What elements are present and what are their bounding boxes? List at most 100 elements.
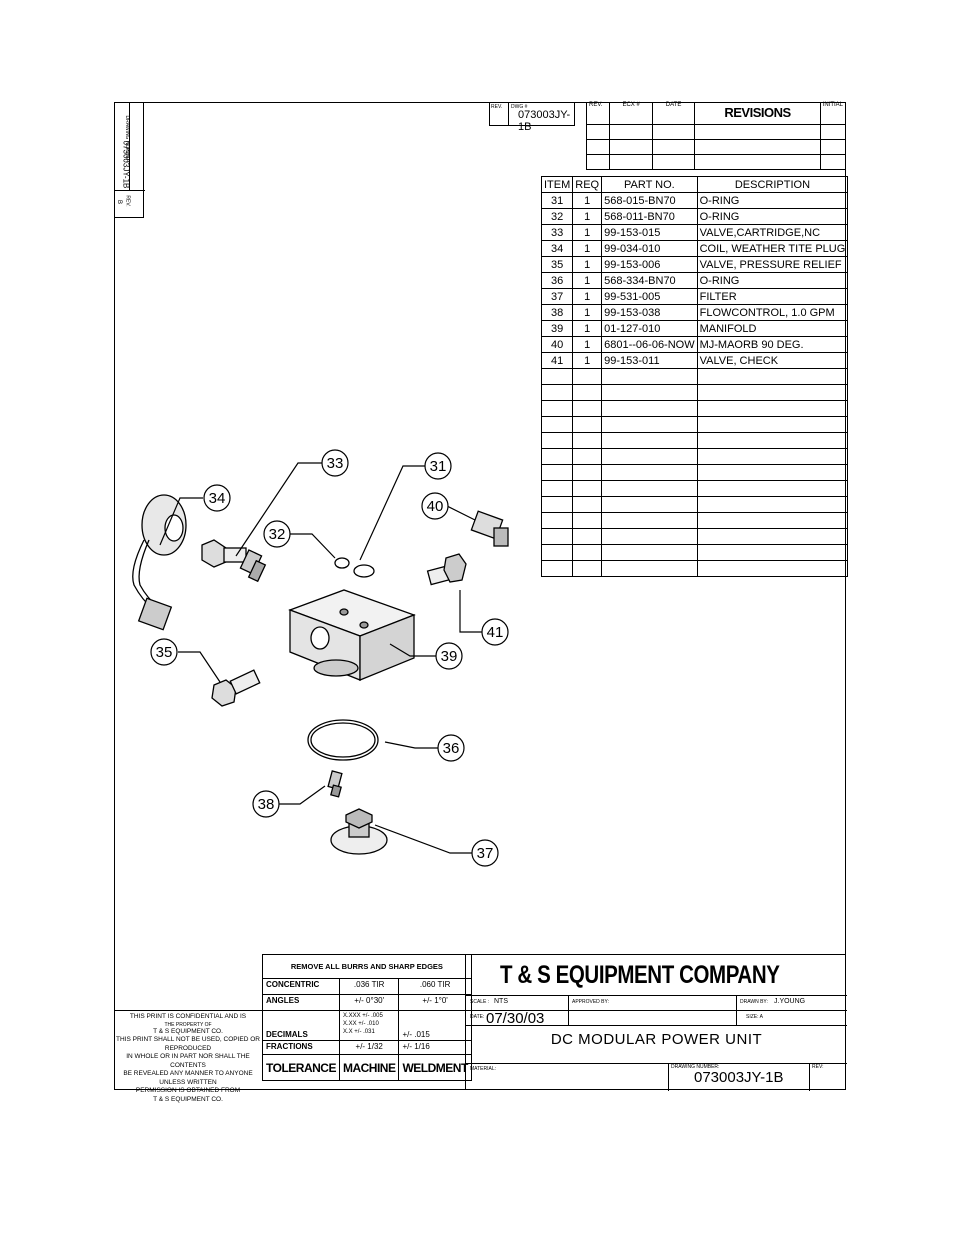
- callout-33-circle: [321, 449, 349, 477]
- parts-cell-part-no: 568-011-BN70: [601, 208, 698, 225]
- parts-cell-item: 34: [540, 240, 574, 257]
- confidential-line-3: T & S EQUIPMENT CO.: [153, 1027, 223, 1035]
- parts-row-empty: [540, 560, 849, 577]
- title-rev-label: REV:: [812, 1064, 824, 1070]
- scale-label: SCALE :: [470, 999, 490, 1005]
- approved-label: APPROVED BY:: [572, 999, 609, 1005]
- concentric-label: CONCENTRIC: [262, 978, 340, 995]
- revisions-table: REV. ECX # DATE REVISIONS INITIAL: [585, 102, 847, 170]
- rev-label: REV.: [491, 104, 503, 110]
- weldment-label: WELDMENT: [398, 1054, 472, 1081]
- callout-36-circle: [437, 734, 465, 762]
- relief-valve-part: [211, 669, 261, 707]
- parts-cell-description: VALVE, PRESSURE RELIEF: [696, 256, 849, 273]
- angles-machine: +/- 0°30': [338, 994, 400, 1011]
- parts-cell-part-no: 99-153-038: [601, 304, 698, 321]
- confidential-line-7: PERMISSION IS OBTAINED FROM: [135, 1087, 241, 1094]
- callout-37-label: 37: [477, 845, 494, 862]
- part-no-header: PART NO.: [601, 176, 698, 193]
- tolerance-table: REMOVE ALL BURRS AND SHARP EDGES CONCENT…: [262, 954, 472, 1081]
- elbow-fitting-part: [470, 510, 509, 547]
- rotated-number-strip: DRAWING NUMBER 073003JY-1B REV. B: [114, 102, 145, 218]
- flow-control-part: [327, 770, 343, 798]
- item-header: ITEM: [540, 176, 574, 193]
- parts-cell-item: 40: [540, 336, 574, 353]
- drawing-info-block: T & S EQUIPMENT COMPANY SCALE : NTS APPR…: [465, 954, 847, 1091]
- parts-row-empty: [540, 432, 849, 449]
- coil-part: [132, 494, 187, 631]
- callout-34-label: 34: [209, 490, 226, 507]
- parts-cell-item: 38: [540, 304, 574, 321]
- tolerance-label: TOLERANCE: [262, 1054, 340, 1081]
- manifold-part: [288, 589, 416, 681]
- drawn-value: J.YOUNG: [774, 998, 806, 1005]
- confidential-line-8: T & S EQUIPMENT CO.: [153, 1095, 223, 1103]
- callout-31-circle: [424, 452, 452, 480]
- dwg-label: DWG #: [511, 104, 528, 110]
- callout-38-label: 38: [258, 796, 275, 813]
- concentric-machine: .036 TIR: [338, 978, 400, 995]
- parts-cell-description: O-RING: [696, 272, 849, 289]
- parts-cell-item: 35: [540, 256, 574, 273]
- callout-37-circle: [471, 839, 499, 867]
- filter-part: [330, 808, 388, 855]
- callout-34-circle: [203, 484, 231, 512]
- confidential-line-1: THIS PRINT IS CONFIDENTIAL AND IS: [129, 1013, 247, 1020]
- dwg-value: 073003JY-1B: [518, 109, 571, 133]
- confidential-note: THIS PRINT IS CONFIDENTIAL AND IS THE PR…: [114, 1010, 262, 1103]
- callout-38-circle: [252, 790, 280, 818]
- callout-40-circle: [421, 492, 449, 520]
- parts-cell-description: VALVE,CARTRIDGE,NC: [696, 224, 849, 241]
- callout-35-circle: [150, 638, 178, 666]
- small-oring-part: [334, 557, 350, 569]
- check-valve-part: [426, 553, 467, 586]
- angles-label: ANGLES: [262, 994, 340, 1011]
- parts-cell-description: MJ-MAORB 90 DEG.: [696, 336, 849, 353]
- confidential-line-5: IN WHOLE OR IN PART NOR SHALL THE CONTEN…: [126, 1053, 250, 1069]
- large-oring-part: [307, 719, 379, 761]
- dwg-number-value: 073003JY-1B: [694, 1069, 784, 1086]
- parts-row-empty: [540, 512, 849, 529]
- decimals-weld: +/- .015: [398, 1010, 472, 1041]
- oring-31-part: [353, 564, 375, 578]
- callout-35-label: 35: [156, 644, 173, 661]
- req-header: REQ: [572, 176, 603, 193]
- callout-32-label: 32: [269, 526, 286, 543]
- decimals-machine-1: X.XXX +/- .005: [342, 1013, 383, 1019]
- confidential-line-6: BE REVEALED ANY MANNER TO ANYONE UNLESS …: [123, 1070, 253, 1086]
- parts-row-empty: [540, 544, 849, 561]
- callout-40-label: 40: [427, 498, 444, 515]
- date-value: 07/30/03: [486, 1010, 545, 1027]
- drawn-label: DRAWN BY:: [740, 999, 768, 1005]
- confidential-line-2: THE PROPERTY OF: [164, 1021, 212, 1028]
- parts-cell-part-no: 6801--06-06-NOW: [601, 336, 698, 353]
- callout-33-label: 33: [327, 455, 344, 472]
- title-block: THIS PRINT IS CONFIDENTIAL AND IS THE PR…: [114, 954, 847, 1103]
- parts-cell-item: 41: [540, 352, 574, 369]
- callout-36-label: 36: [443, 740, 460, 757]
- parts-cell-item: 37: [540, 288, 574, 305]
- drawing-title: DC MODULAR POWER UNIT: [550, 1031, 763, 1048]
- concentric-weld: .060 TIR: [398, 978, 472, 995]
- date-label: DATE:: [470, 1014, 485, 1020]
- callout-39-circle: [435, 642, 463, 670]
- burrs-note: REMOVE ALL BURRS AND SHARP EDGES: [262, 954, 472, 979]
- exploded-view-drawing: [132, 494, 509, 855]
- cartridge-valve-part: [201, 539, 267, 583]
- parts-cell-item: 31: [540, 192, 574, 209]
- scale-value: NTS: [494, 998, 508, 1005]
- parts-row-empty: [540, 368, 849, 385]
- angles-weld: +/- 1°0': [398, 994, 472, 1011]
- parts-row-empty: [540, 480, 849, 497]
